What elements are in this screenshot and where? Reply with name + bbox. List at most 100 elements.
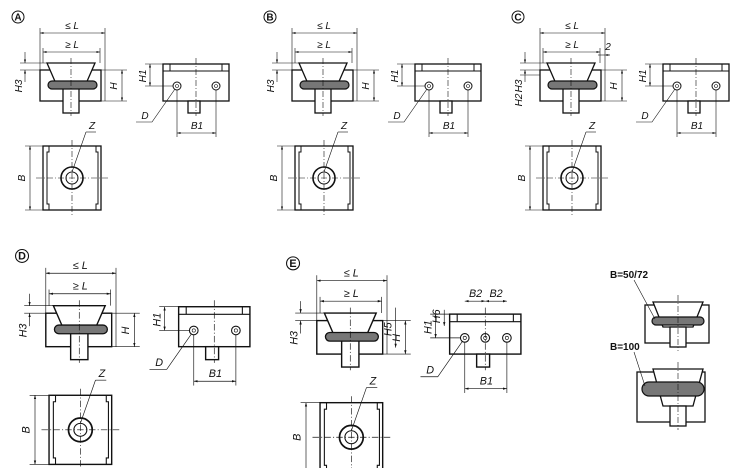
dim-h3-label: H3 — [14, 79, 25, 92]
side-view: H1D B1 — [388, 58, 482, 137]
inset-label: B=50/72 — [610, 270, 649, 281]
dim-z-label: Z — [369, 375, 377, 387]
front-view: ≤ L ≥ L H3 H H2 2 — [514, 21, 627, 116]
dim-ge-l-label: ≥ L — [565, 40, 579, 51]
dim-h1-label: H1 — [151, 313, 163, 327]
leader-z — [323, 131, 339, 173]
dim-b2-left-label: B2 — [469, 288, 482, 300]
shaft-side — [475, 353, 491, 368]
variant-badge — [11, 10, 25, 24]
inset-b-50-72: B=50/72 — [610, 270, 710, 351]
dim-le-l-label: ≤ L — [565, 21, 579, 32]
variant-badge — [15, 248, 30, 263]
top-view: ZB — [17, 121, 108, 216]
dim-b1-label: B1 — [191, 121, 203, 132]
variant-id-label: B — [266, 13, 273, 24]
cone-circle — [67, 417, 94, 443]
top-view: ZB — [517, 121, 608, 216]
variant-badge — [263, 10, 277, 24]
leader-d — [420, 340, 463, 378]
side-view: H1D B1 H6 B2 B2 — [420, 288, 522, 393]
dim-h2-label: H2 — [514, 93, 525, 106]
leader-d — [149, 333, 192, 370]
dim-d-label: D — [641, 111, 648, 122]
dim-d-label: D — [393, 111, 400, 122]
dim-d-label: D — [426, 365, 434, 377]
dim-h3-label: H3 — [17, 324, 29, 338]
dim-le-l-label: ≤ L — [344, 267, 359, 279]
dim-ge-l-label: ≥ L — [344, 288, 359, 300]
variant-id-label: C — [514, 13, 521, 24]
cone-circle — [60, 166, 84, 190]
leader-z — [80, 380, 96, 424]
leader-d — [388, 88, 428, 123]
dim-ge-l-label: ≥ L — [317, 40, 331, 51]
dim-b2-right-label: B2 — [489, 288, 502, 300]
dim-h6-label: H6 — [431, 309, 443, 323]
dim-h1-label: H1 — [422, 320, 434, 334]
slot — [53, 324, 109, 335]
dim-le-l-label: ≤ L — [317, 21, 331, 32]
dim-b-label: B — [21, 426, 33, 433]
mounting-hole — [480, 333, 491, 343]
slot — [299, 80, 350, 90]
dim-h5-label: H5 — [382, 321, 394, 336]
cone-circle — [560, 166, 584, 190]
shaft-side — [204, 345, 220, 361]
dim-h1-label: H1 — [638, 70, 649, 83]
dim-h-label: H — [361, 82, 372, 90]
slot — [47, 80, 98, 90]
slot — [324, 331, 380, 342]
slot — [547, 80, 598, 90]
dim-h3-label: H3 — [514, 79, 525, 92]
dim-h-label: H — [609, 82, 620, 90]
dim-ge-l-label: ≥ L — [73, 280, 88, 292]
variant-badge — [286, 256, 301, 271]
variant-id-label: D — [18, 251, 26, 263]
leader — [633, 279, 656, 320]
variant-id-label: A — [14, 13, 21, 24]
dim-b1-label: B1 — [691, 121, 703, 132]
front-view: ≤ L ≥ L H3 HH5 — [288, 267, 411, 371]
dim-h-label: H — [391, 334, 403, 342]
front-view: ≤ L ≥ L H3 H — [17, 260, 140, 363]
dim-b-label: B — [517, 174, 528, 181]
top-view: ZB — [292, 375, 391, 468]
shaft-side — [439, 100, 453, 114]
dim-b1-label: B1 — [209, 368, 222, 380]
top-view: ZB — [21, 368, 120, 468]
dim-h-label: H — [120, 326, 132, 334]
dim-h1-label: H1 — [390, 70, 401, 83]
leader-z — [351, 387, 367, 431]
shaft-side — [687, 100, 701, 114]
dim-z-label: Z — [340, 121, 348, 132]
dim-h1-label: H1 — [138, 70, 149, 83]
dim-d-label: D — [155, 357, 163, 369]
leader — [633, 351, 646, 387]
dim-h-label: H — [109, 82, 120, 90]
leader-d — [136, 88, 176, 123]
dim-h3-label: H3 — [288, 331, 300, 345]
dim-2-label: 2 — [604, 42, 611, 53]
dim-b-label: B — [17, 174, 28, 181]
dim-le-l-label: ≤ L — [73, 260, 88, 272]
leader-z — [71, 131, 87, 173]
dim-b1-label: B1 — [443, 121, 455, 132]
dim-b1-label: B1 — [480, 375, 493, 387]
dim-le-l-label: ≤ L — [65, 21, 79, 32]
side-view: H1D B1 — [149, 300, 251, 386]
dim-z-label: Z — [98, 368, 106, 380]
cone-circle — [312, 166, 336, 190]
top-view: ZB — [269, 121, 360, 216]
dim-b-label: B — [269, 174, 280, 181]
inset-label: B=100 — [610, 342, 640, 353]
